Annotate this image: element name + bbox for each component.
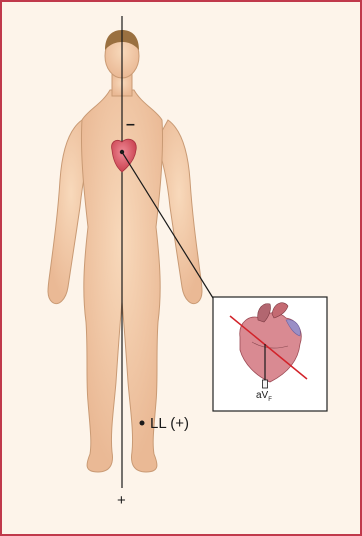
positive-pole-label: + — [117, 492, 126, 509]
right-arm — [156, 120, 202, 304]
avf-lead-name: aV — [256, 390, 268, 401]
negative-pole-label: – — [126, 116, 135, 134]
ll-electrode-label: LL (+) — [150, 415, 189, 432]
avf-lead-label: aVF — [256, 390, 272, 403]
ll-electrode-dot — [140, 421, 145, 426]
avf-lead-marker — [263, 380, 268, 388]
human-body — [48, 34, 202, 472]
avf-lead-subscript: F — [268, 397, 272, 403]
